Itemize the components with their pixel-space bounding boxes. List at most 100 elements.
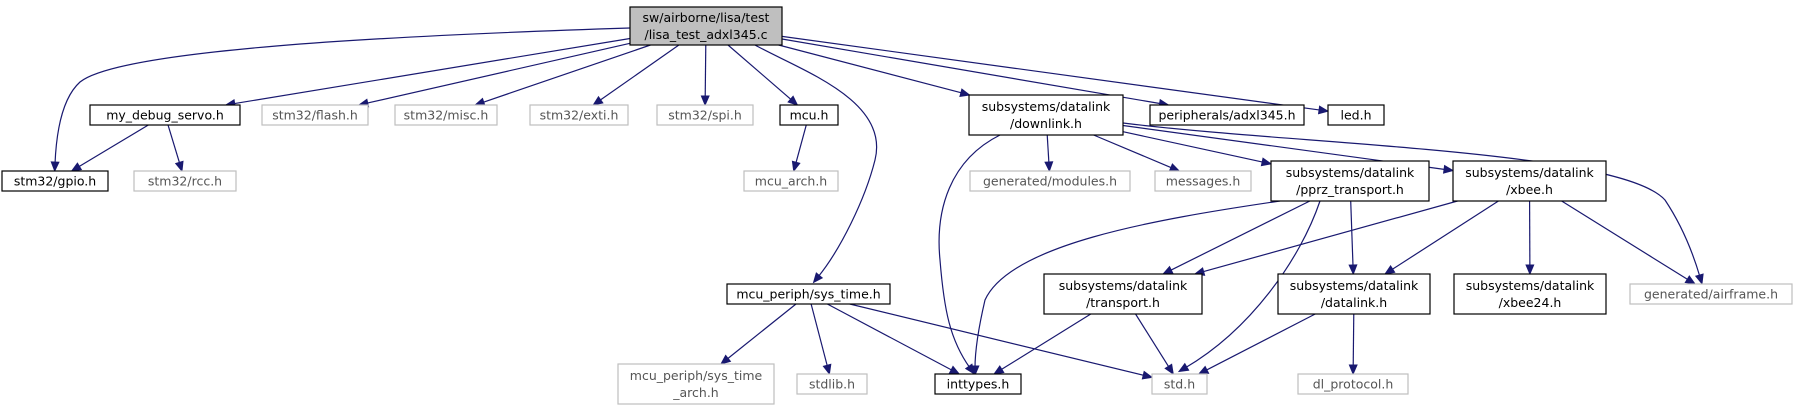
node-adxl[interactable]: peripherals/adxl345.h [1149,104,1305,126]
node-label-line: dl_protocol.h [1313,377,1394,392]
edge-line [1170,200,1311,271]
edge-root-to-led [781,35,1330,115]
node-box [629,6,783,46]
arrowhead-icon [1684,275,1697,285]
arrowhead-icon [812,272,824,284]
node-pprz[interactable]: subsystems/datalink/pprz_transport.h [1270,160,1430,202]
edge-line [366,42,631,104]
arrowhead-icon [174,160,184,173]
node-box [726,283,891,305]
edge-line [781,38,1161,105]
node-mcu[interactable]: mcu.h [779,104,839,126]
node-misc[interactable]: stm32/misc.h [394,104,498,126]
edge-line [1350,200,1354,267]
edge-line [1202,200,1458,273]
edge-line [54,27,631,165]
edge-line [599,44,680,101]
node-stdlib[interactable]: stdlib.h [796,373,868,395]
node-sys_time_arch[interactable]: mcu_periph/sys_time_arch.h [617,363,775,405]
node-modules[interactable]: generated/modules.h [969,170,1131,192]
node-label-line: subsystems/datalink [1286,165,1415,180]
node-led[interactable]: led.h [1327,104,1385,126]
node-sys_time[interactable]: mcu_periph/sys_time.h [726,283,891,305]
node-root[interactable]: sw/airborne/lisa/test/lisa_test_adxl345.… [629,6,783,46]
node-mcu_arch[interactable]: mcu_arch.h [743,170,839,192]
edge-line [795,124,807,164]
arrowhead-icon [959,88,971,97]
edge-root-to-exti [592,44,680,106]
node-label-line: subsystems/datalink [1290,278,1419,293]
node-label-line: /pprz_transport.h [1296,182,1404,197]
edge-downlink-to-modules [1044,134,1054,173]
edge-line [974,200,1281,369]
arrowhead-icon [1383,265,1396,275]
edge-line [704,44,707,98]
node-box [934,373,1022,395]
arrowhead-icon [50,161,60,173]
node-box [779,104,839,126]
edge-root-to-gpio [50,27,631,173]
node-box [133,170,237,192]
edge-sys_time-to-stdlib [810,303,832,376]
node-label-line: /datalink.h [1321,295,1387,310]
node-label-line: stm32/misc.h [404,108,489,123]
node-label-line: /transport.h [1086,295,1160,310]
arrowhead-icon [970,365,980,377]
arrowhead-icon [1317,105,1330,115]
node-flash[interactable]: stm32/flash.h [261,104,369,126]
edge-xbee-to-airframe [1561,200,1697,285]
node-xbee[interactable]: subsystems/datalink/xbee.h [1452,160,1607,202]
edge-line [233,37,631,105]
node-rcc[interactable]: stm32/rcc.h [133,170,237,192]
node-label-line: led.h [1341,108,1372,123]
arrowhead-icon [1525,264,1535,276]
node-gpio[interactable]: stm32/gpio.h [1,170,109,192]
node-box [261,104,369,126]
node-airframe[interactable]: generated/airframe.h [1629,283,1793,305]
dependency-nodes: sw/airborne/lisa/test/lisa_test_adxl345.… [1,6,1793,405]
arrowhead-icon [1141,370,1154,380]
edge-pprz-to-datalink [1348,200,1358,276]
node-debug_servo[interactable]: my_debug_servo.h [89,104,241,126]
arrowhead-icon [1168,163,1181,172]
edge-root-to-downlink [778,44,971,97]
node-label-line: mcu_periph/sys_time [630,368,763,383]
edge-xbee-to-xbee24 [1525,200,1535,276]
edge-line [1093,134,1173,169]
edge-line [827,303,953,371]
edge-line [482,44,651,103]
edge-line [1352,313,1355,367]
node-box [1270,160,1430,202]
edge-line [78,124,149,168]
node-datalink[interactable]: subsystems/datalink/datalink.h [1277,273,1431,315]
node-messages[interactable]: messages.h [1154,170,1252,192]
node-xbee24[interactable]: subsystems/datalink/xbee24.h [1453,273,1607,315]
node-spi[interactable]: stm32/spi.h [656,104,754,126]
edge-mcu-to-mcu_arch [791,124,807,173]
node-inttypes[interactable]: inttypes.h [934,373,1022,395]
node-label-line: subsystems/datalink [1466,278,1595,293]
node-transport[interactable]: subsystems/datalink/transport.h [1043,273,1203,315]
node-exti[interactable]: stm32/exti.h [529,104,629,126]
node-dl_protocol[interactable]: dl_protocol.h [1297,373,1409,395]
node-downlink[interactable]: subsystems/datalink/downlink.h [968,94,1124,136]
edge-downlink-to-pprz [1122,131,1273,167]
node-label-line: /downlink.h [1010,116,1082,131]
arrowhead-icon [719,354,732,365]
arrowhead-icon [1694,273,1704,285]
arrowhead-icon [1162,265,1174,275]
node-label-line: subsystems/datalink [1465,165,1594,180]
node-box [796,373,868,395]
arrowhead-icon [791,160,801,173]
node-label-line: messages.h [1166,174,1241,189]
edge-line [727,44,792,101]
edge-pprz-to-std [1177,200,1321,373]
node-label-line: stm32/spi.h [668,108,742,123]
arrowhead-icon [787,95,799,106]
arrowhead-icon [1164,363,1174,376]
node-std[interactable]: std.h [1151,373,1208,395]
node-label-line: subsystems/datalink [1059,278,1188,293]
node-label-line: generated/modules.h [983,174,1117,189]
arrowhead-icon [1260,157,1273,167]
edge-line [1184,200,1321,369]
